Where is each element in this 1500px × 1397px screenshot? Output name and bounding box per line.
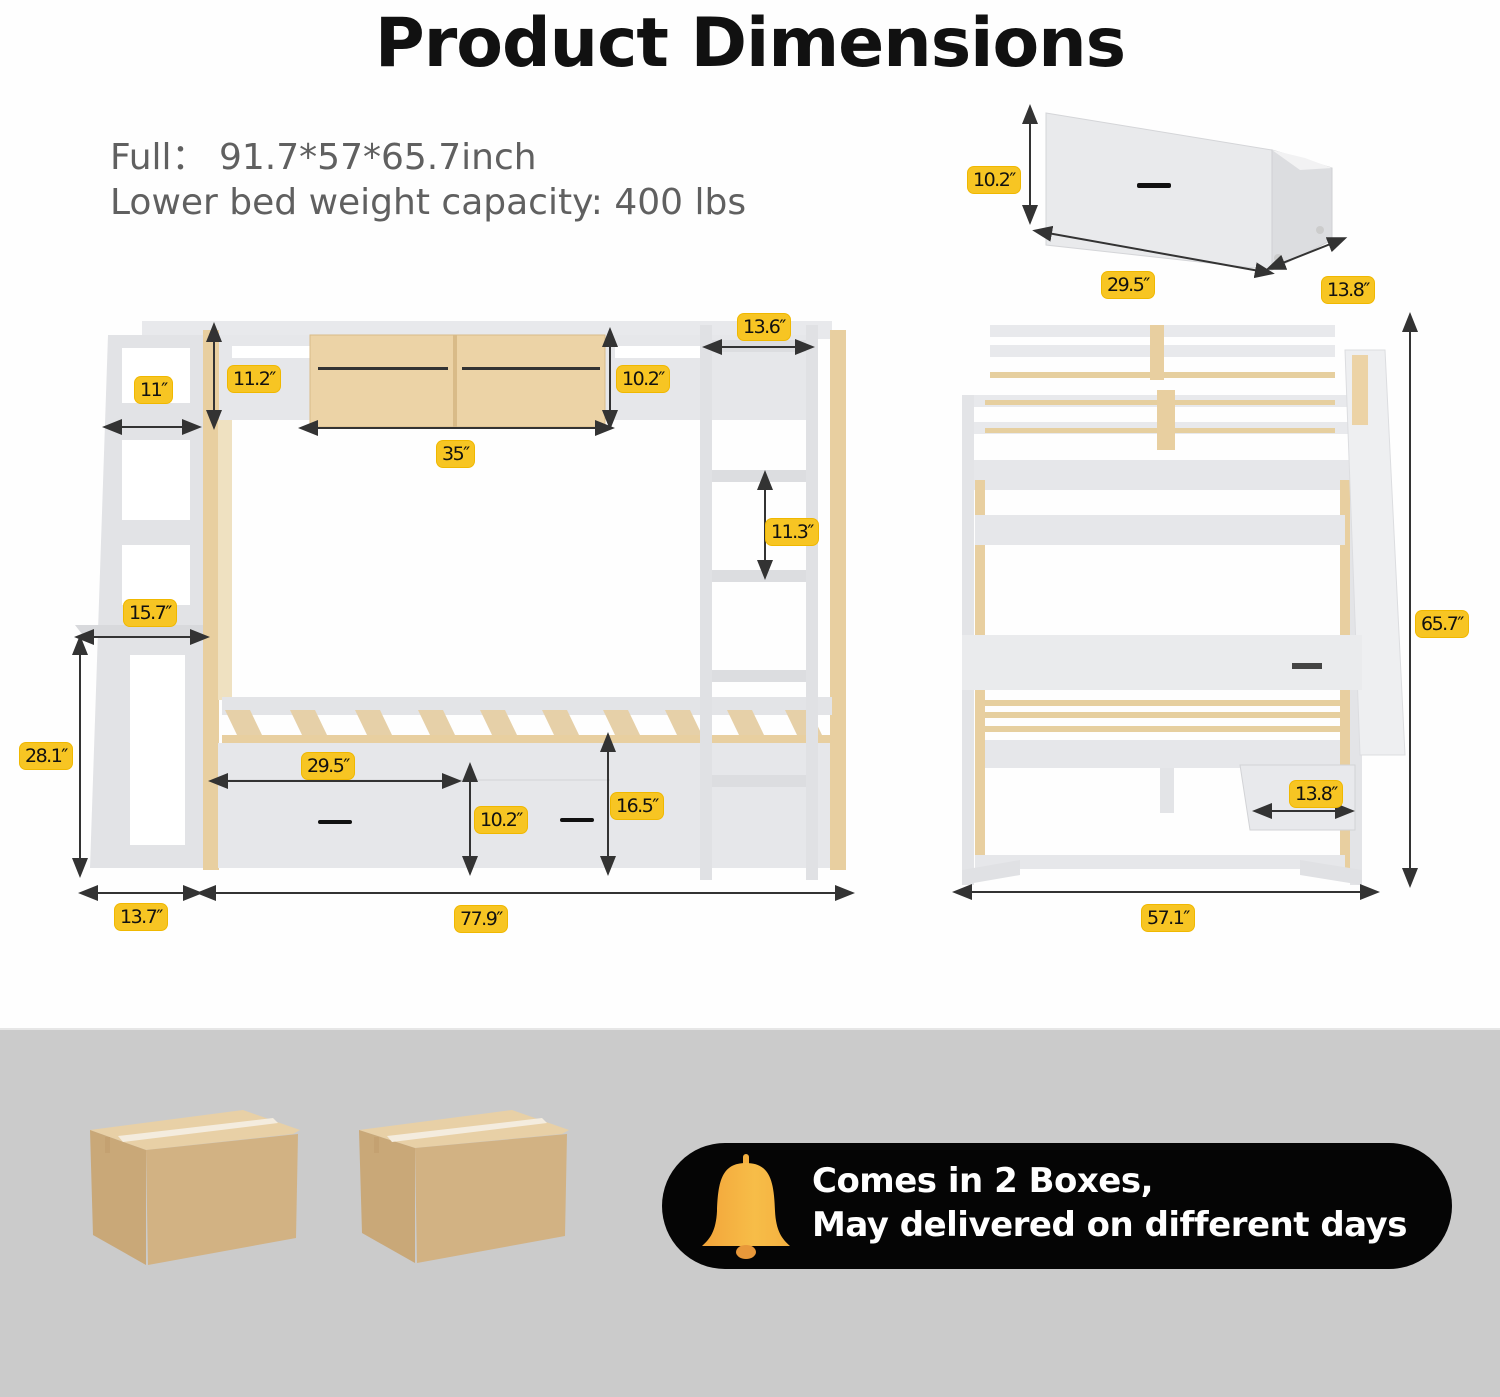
total-width-label: 57.1″ [1142,905,1194,931]
size-spec: Full： 91.7*57*65.7inch [110,137,537,178]
shipping-line-1: Comes in 2 Boxes, [812,1161,1153,1201]
desk-width-label: 15.7″ [124,600,176,626]
drawer-illustration [1022,104,1348,279]
desk-depth-label: 13.7″ [115,904,167,930]
front-drawer-depth-label: 13.8″ [1290,781,1342,807]
drawer-width-label: 29.5″ [1102,272,1154,298]
shelf-step-width-label: 11″ [135,377,172,403]
bed-illustration [72,104,1418,901]
headboard-rail-height-label: 11.2″ [228,366,280,392]
front-view-illustration [952,312,1418,900]
shipping-line-2: May delivered on different days [812,1205,1407,1245]
shipping-box-icon [359,1110,569,1263]
shipping-box-icon [90,1110,300,1265]
total-length-label: 77.9″ [455,906,507,932]
page-title: Product Dimensions [374,4,1126,83]
bell-icon [702,1154,790,1259]
bookshelf-height-label: 10.2″ [617,366,669,392]
capacity-spec: Lower bed weight capacity: 400 lbs [110,182,747,223]
shipping-notice: Comes in 2 Boxes, May delivered on diffe… [662,1143,1452,1269]
ladder-width-label: 13.6″ [738,314,790,340]
drawer-height-label: 10.2″ [968,167,1020,193]
drawer-width-side-label: 29.5″ [302,753,354,779]
side-view-illustration [72,321,855,901]
drawer-depth-label: 13.8″ [1322,277,1374,303]
total-height-label: 65.7″ [1416,611,1468,637]
drawer-height-side-label: 10.2″ [475,807,527,833]
desk-height-label: 28.1″ [20,743,72,769]
lower-bed-height-label: 16.5″ [611,793,663,819]
bookshelf-width-label: 35″ [437,441,474,467]
ladder-step-spacing-label: 11.3″ [766,519,818,545]
